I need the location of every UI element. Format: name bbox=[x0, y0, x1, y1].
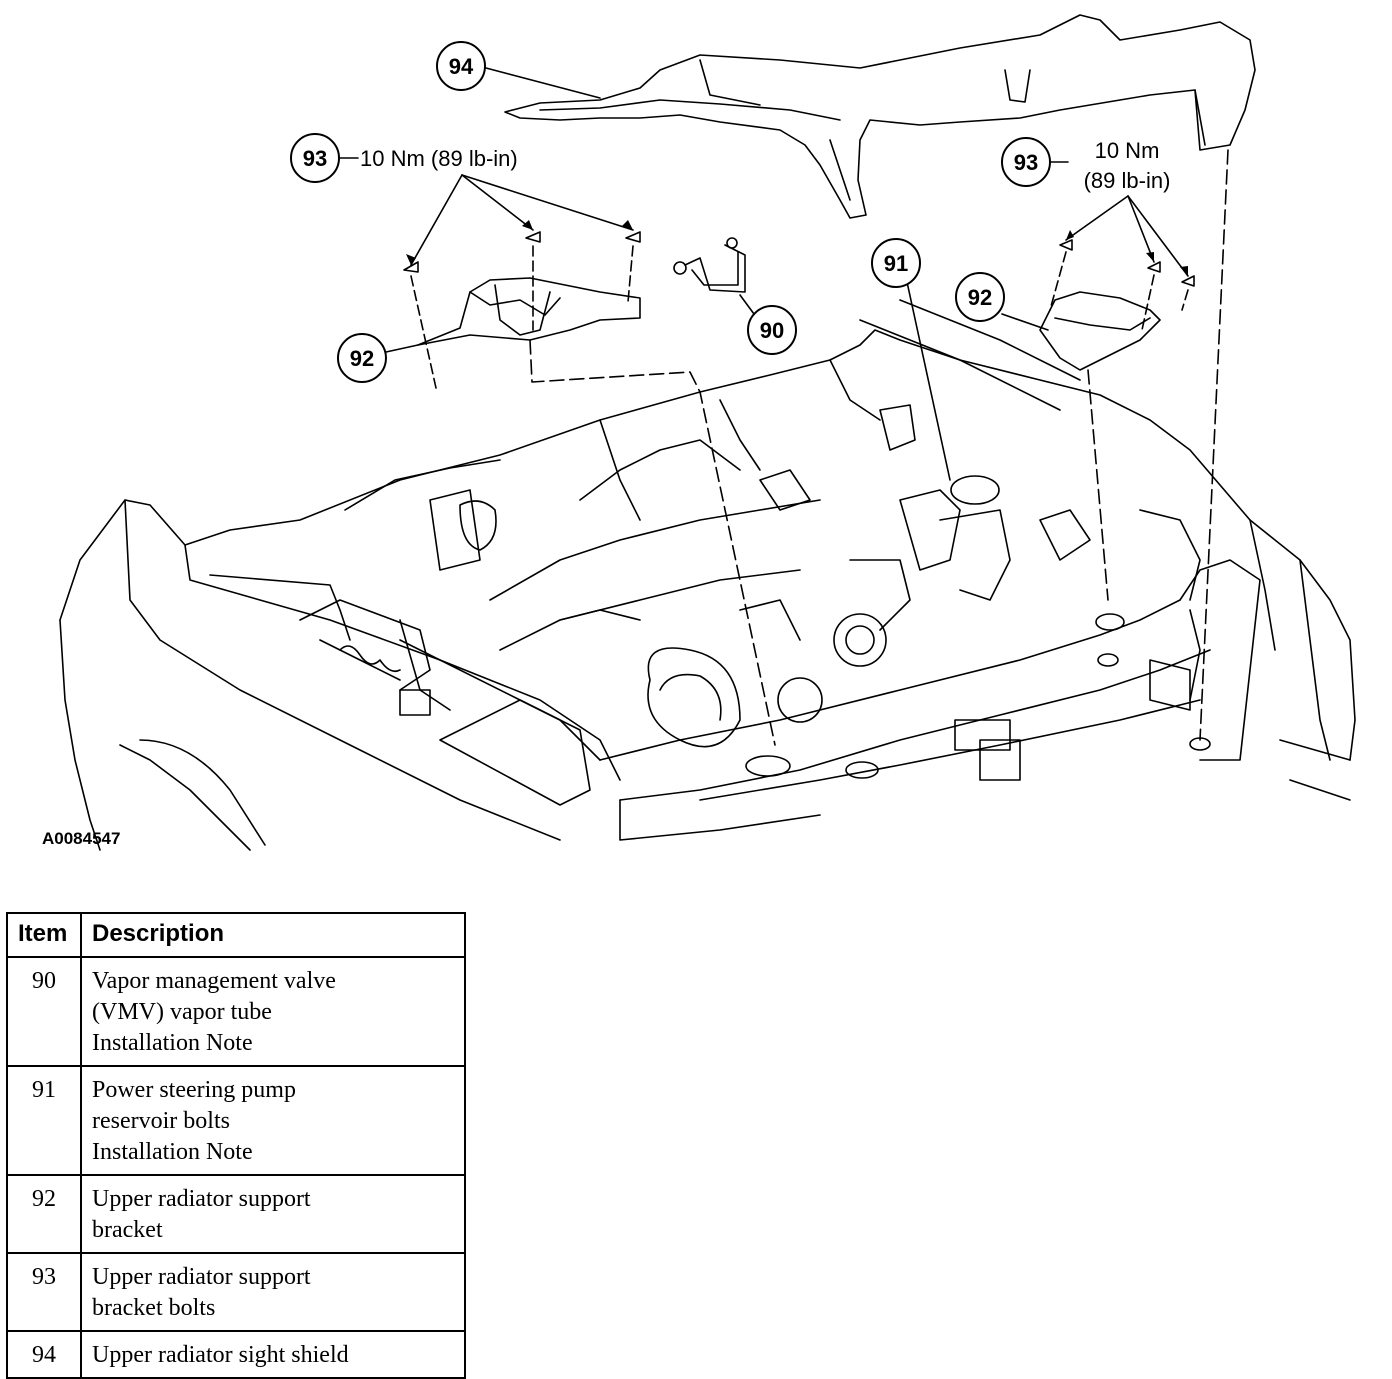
item-column-header: Item bbox=[6, 912, 82, 958]
vehicle-body bbox=[59, 329, 1356, 851]
description-line: Vapor management valve bbox=[92, 968, 336, 994]
svg-text:90: 90 bbox=[760, 318, 784, 343]
table-row: 90 Vapor management valve (VMV) vapor tu… bbox=[6, 956, 466, 1067]
table-row: 92 Upper radiator support bracket bbox=[6, 1174, 466, 1254]
torque-label-93-left: 10 Nm (89 lb-in) bbox=[360, 146, 518, 171]
item-description: Upper radiator sight shield bbox=[80, 1330, 466, 1379]
sight-shield-94 bbox=[504, 14, 1256, 219]
radiator-support bbox=[599, 559, 1261, 841]
callout-93-left: 93 10 Nm (89 lb-in) bbox=[290, 133, 518, 183]
svg-text:92: 92 bbox=[968, 285, 992, 310]
callout-92-left: 92 bbox=[337, 333, 387, 383]
svg-text:92: 92 bbox=[350, 346, 374, 371]
table-row: 94 Upper radiator sight shield bbox=[6, 1330, 466, 1379]
description-line: bracket bolts bbox=[92, 1295, 216, 1321]
item-description: Upper radiator support bracket bolts bbox=[80, 1252, 466, 1332]
item-description: Upper radiator support bracket bbox=[80, 1174, 466, 1254]
bracket-92-left bbox=[417, 277, 641, 346]
description-line: Power steering pump bbox=[92, 1077, 296, 1103]
item-number: 91 bbox=[6, 1065, 82, 1176]
description-column-header: Description bbox=[80, 912, 466, 958]
vmv-vapor-tube-90 bbox=[673, 237, 746, 293]
item-number: 93 bbox=[6, 1252, 82, 1332]
description-line: Upper radiator support bbox=[92, 1186, 311, 1212]
table-row: 93 Upper radiator support bracket bolts bbox=[6, 1252, 466, 1332]
bracket-92-right bbox=[1039, 239, 1195, 601]
description-line: Installation Note bbox=[92, 1139, 253, 1165]
description-line: Upper radiator sight shield bbox=[92, 1342, 349, 1368]
callout-90: 90 bbox=[747, 305, 797, 355]
item-description: Vapor management valve (VMV) vapor tube … bbox=[80, 956, 466, 1067]
svg-text:93: 93 bbox=[1014, 150, 1038, 175]
torque-label-93-right-line2: (89 lb-in) bbox=[1084, 168, 1171, 193]
table-row: 91 Power steering pump reservoir bolts I… bbox=[6, 1065, 466, 1176]
item-number: 94 bbox=[6, 1330, 82, 1379]
item-description: Power steering pump reservoir bolts Inst… bbox=[80, 1065, 466, 1176]
callout-92-right: 92 bbox=[955, 272, 1005, 322]
svg-text:93: 93 bbox=[303, 146, 327, 171]
callout-93-right: 93 10 Nm (89 lb-in) bbox=[1001, 137, 1171, 193]
engine-compartment-illustration: 94 93 10 Nm (89 lb-in) 93 10 Nm (89 lb-i… bbox=[42, 14, 1356, 851]
callout-94: 94 bbox=[436, 41, 486, 91]
description-line: Installation Note bbox=[92, 1030, 253, 1056]
legend-table: Item Description 90 Vapor management val… bbox=[6, 912, 466, 1379]
item-number: 92 bbox=[6, 1174, 82, 1254]
bolts-93-left bbox=[403, 231, 641, 389]
leader-lines bbox=[339, 67, 1189, 481]
svg-text:91: 91 bbox=[884, 251, 908, 276]
item-number: 90 bbox=[6, 956, 82, 1067]
description-line: Upper radiator support bbox=[92, 1264, 311, 1290]
engine bbox=[299, 299, 1201, 806]
figure-id-label: A0084547 bbox=[42, 829, 120, 848]
torque-label-93-right-line1: 10 Nm bbox=[1095, 138, 1160, 163]
description-line: (VMV) vapor tube bbox=[92, 999, 272, 1025]
legend-header-row: Item Description bbox=[6, 912, 466, 958]
svg-text:94: 94 bbox=[449, 54, 474, 79]
callout-91: 91 bbox=[871, 238, 921, 288]
description-line: bracket bbox=[92, 1217, 163, 1243]
description-line: reservoir bolts bbox=[92, 1108, 230, 1134]
